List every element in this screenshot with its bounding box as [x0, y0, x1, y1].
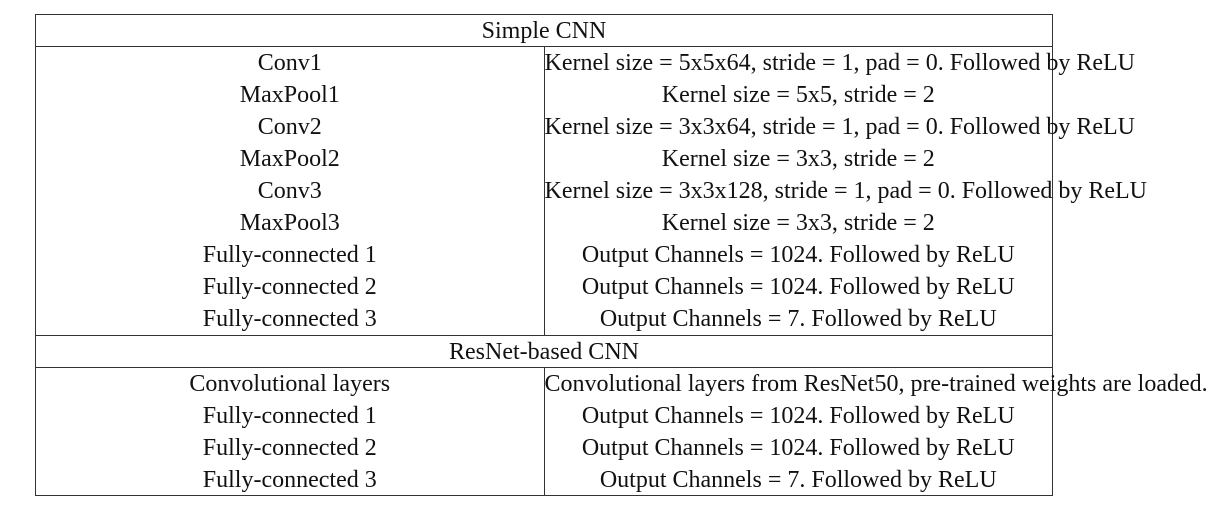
- layer-description-cell: Kernel size = 3x3, stride = 2: [661, 210, 935, 236]
- table-row: Fully-connected 1 Output Channels = 1024…: [36, 239, 1052, 271]
- section-header-row-resnet-cnn: ResNet-based CNN: [36, 335, 1052, 368]
- layer-name-cell: Fully-connected 1: [36, 400, 545, 432]
- layer-name-cell: Fully-connected 2: [36, 432, 545, 464]
- layer-name-cell: MaxPool2: [36, 143, 545, 175]
- table-row: MaxPool3 Kernel size = 3x3, stride = 2: [36, 207, 1052, 239]
- layer-name-cell: Fully-connected 3: [36, 464, 545, 496]
- table-row: Conv3 Kernel size = 3x3x128, stride = 1,…: [36, 175, 1148, 207]
- section-title: Simple CNN: [36, 15, 1052, 47]
- layer-name-cell: Conv2: [36, 111, 545, 143]
- table-row: Fully-connected 2 Output Channels = 1024…: [36, 271, 1052, 303]
- table-row: MaxPool1 Kernel size = 5x5, stride = 2: [36, 79, 1052, 111]
- layer-description-cell: Kernel size = 3x3, stride = 2: [661, 146, 935, 172]
- layer-name-cell: Fully-connected 2: [36, 271, 545, 303]
- table-row: Conv2 Kernel size = 3x3x64, stride = 1, …: [36, 111, 1136, 143]
- layer-name-cell: Fully-connected 1: [36, 239, 545, 271]
- architecture-table: Simple CNN Conv1 Kernel size = 5x5x64, s…: [35, 14, 1208, 496]
- layer-description-cell: Kernel size = 5x5, stride = 2: [661, 82, 935, 108]
- layer-name-cell: MaxPool1: [36, 79, 545, 111]
- layer-name-cell: Conv3: [36, 175, 545, 207]
- layer-name-cell: Convolutional layers: [36, 367, 545, 400]
- layer-name-cell: MaxPool3: [36, 207, 545, 239]
- section-header-row-simple-cnn: Simple CNN: [36, 15, 1052, 47]
- layer-description-cell: Output Channels = 7. Followed by ReLU: [599, 467, 997, 493]
- layer-description-cell: Convolutional layers from ResNet50, pre-…: [544, 371, 1208, 397]
- architecture-table-grid: Simple CNN Conv1 Kernel size = 5x5x64, s…: [36, 15, 1208, 496]
- layer-description-cell: Kernel size = 5x5x64, stride = 1, pad = …: [544, 50, 1136, 76]
- layer-description-cell: Output Channels = 7. Followed by ReLU: [599, 306, 997, 332]
- layer-description-cell: Kernel size = 3x3x64, stride = 1, pad = …: [544, 114, 1136, 140]
- layer-description-cell: Output Channels = 1024. Followed by ReLU: [581, 242, 1015, 268]
- table-row: Fully-connected 3 Output Channels = 7. F…: [36, 464, 1052, 496]
- layer-name-cell: Fully-connected 3: [36, 303, 545, 336]
- layer-name-cell: Conv1: [36, 46, 545, 79]
- table-row: Fully-connected 1 Output Channels = 1024…: [36, 400, 1052, 432]
- table-row: Fully-connected 2 Output Channels = 1024…: [36, 432, 1052, 464]
- layer-description-cell: Output Channels = 1024. Followed by ReLU: [581, 274, 1015, 300]
- layer-description-cell: Output Channels = 1024. Followed by ReLU: [581, 403, 1015, 429]
- table-row: MaxPool2 Kernel size = 3x3, stride = 2: [36, 143, 1052, 175]
- layer-description-cell: Kernel size = 3x3x128, stride = 1, pad =…: [544, 178, 1148, 204]
- table-row: Convolutional layers Convolutional layer…: [36, 367, 1208, 400]
- section-title: ResNet-based CNN: [36, 335, 1052, 368]
- layer-description-cell: Output Channels = 1024. Followed by ReLU: [581, 435, 1015, 461]
- table-row: Fully-connected 3 Output Channels = 7. F…: [36, 303, 1052, 336]
- table-row: Conv1 Kernel size = 5x5x64, stride = 1, …: [36, 46, 1136, 79]
